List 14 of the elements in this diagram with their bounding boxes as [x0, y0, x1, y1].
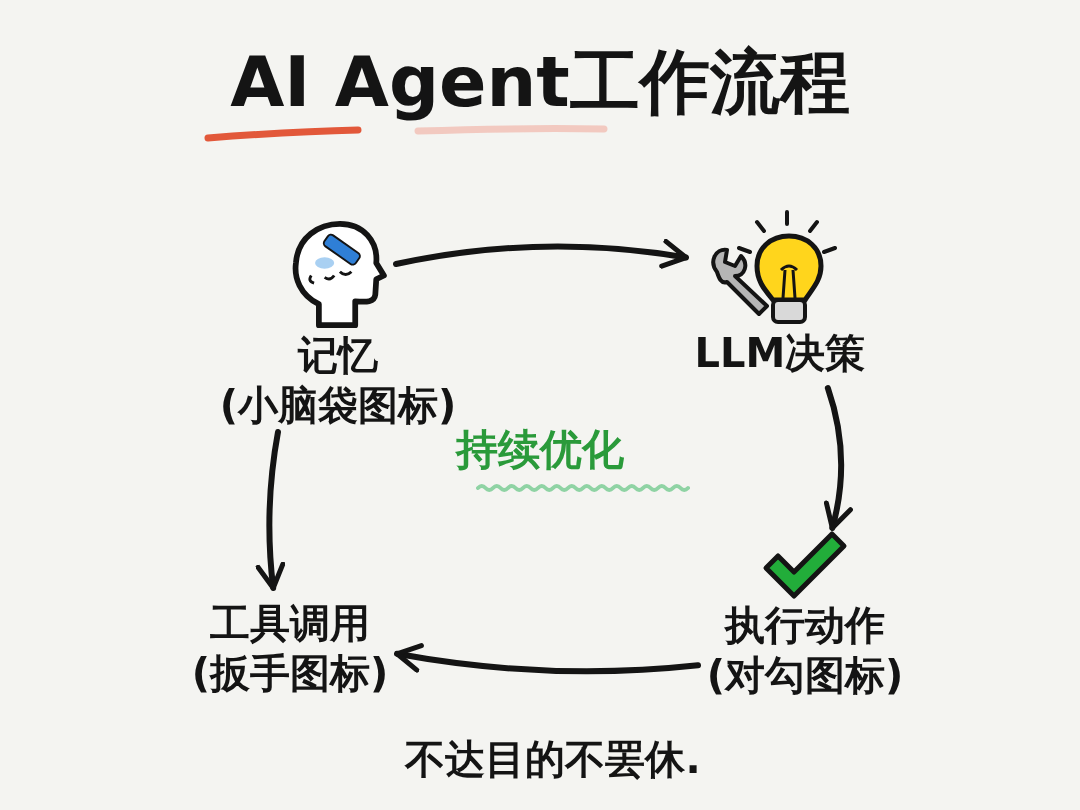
arrow [823, 385, 853, 531]
arrow [255, 429, 286, 591]
step-label: 工具调用 [210, 599, 370, 648]
arrow [394, 642, 701, 675]
icon-note: (小脑袋图标) [219, 381, 457, 429]
motto: 不达目的不罢休. [405, 736, 701, 782]
step-label: 执行动作 [725, 601, 885, 650]
arrow [393, 239, 689, 269]
center-note: 持续优化 [456, 425, 624, 474]
step-label: 记忆 [298, 331, 378, 380]
title: AI Agent工作流程 [229, 40, 851, 125]
icon-note: (对勾图标) [706, 651, 904, 700]
icon-note: (扳手图标) [191, 649, 389, 698]
step-label: LLM决策 [694, 329, 866, 378]
